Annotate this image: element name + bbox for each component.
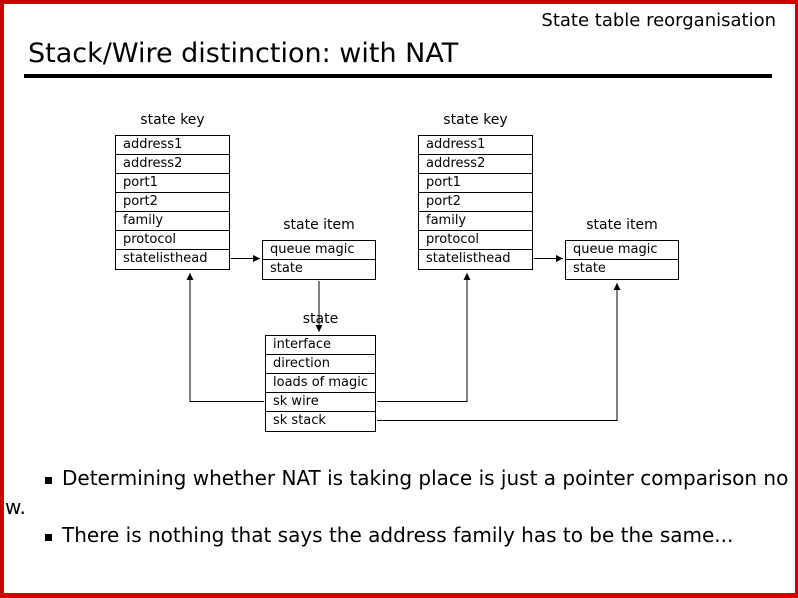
table-row: protocol <box>116 231 229 250</box>
bullet-1-line-1: Determining whether NAT is taking place … <box>62 466 789 490</box>
table-row: address1 <box>419 136 532 155</box>
table-row: statelisthead <box>426 251 511 266</box>
table-row: port1 <box>116 174 229 193</box>
bullet-marker <box>45 477 52 484</box>
table-row: family <box>116 212 229 231</box>
bullet-2-line-1: There is nothing that says the address f… <box>62 523 734 547</box>
bullet-marker <box>45 534 52 541</box>
title-underline <box>24 74 772 78</box>
state-struct-label: state <box>302 311 339 327</box>
table-row: statelisthead <box>123 251 208 266</box>
arrow-sk-stack-to-state-item-right <box>377 283 621 421</box>
table-row: sk wire <box>266 393 375 412</box>
table-row: port2 <box>116 193 229 212</box>
table-row: queue magic <box>566 241 678 260</box>
state-item-right-label: state item <box>586 217 658 233</box>
state-key-left-label: state key <box>140 112 205 128</box>
table-row: state <box>270 261 303 276</box>
table-row: address2 <box>419 155 532 174</box>
state-key-right-label: state key <box>443 112 508 128</box>
arrow-state-to-state-key-right <box>377 273 471 402</box>
table-row: sk stack <box>273 413 326 428</box>
table-row: port1 <box>419 174 532 193</box>
table-row: interface <box>266 336 375 355</box>
table-row: loads of magic <box>266 374 375 393</box>
table-row: family <box>419 212 532 231</box>
arrow-sk-wire-to-state-key-left <box>186 273 264 402</box>
table-row: port2 <box>419 193 532 212</box>
slide-title: Stack/Wire distinction: with NAT <box>28 38 459 69</box>
slide-corner-label: State table reorganisation <box>541 10 776 31</box>
state-item-left-label: state item <box>283 217 355 233</box>
table-row: address2 <box>116 155 229 174</box>
table-row: address1 <box>116 136 229 155</box>
table-row: direction <box>266 355 375 374</box>
bullet-1-line-2: w. <box>5 495 26 519</box>
table-row: queue magic <box>263 241 375 260</box>
table-row: state <box>573 261 606 276</box>
table-row: protocol <box>419 231 532 250</box>
